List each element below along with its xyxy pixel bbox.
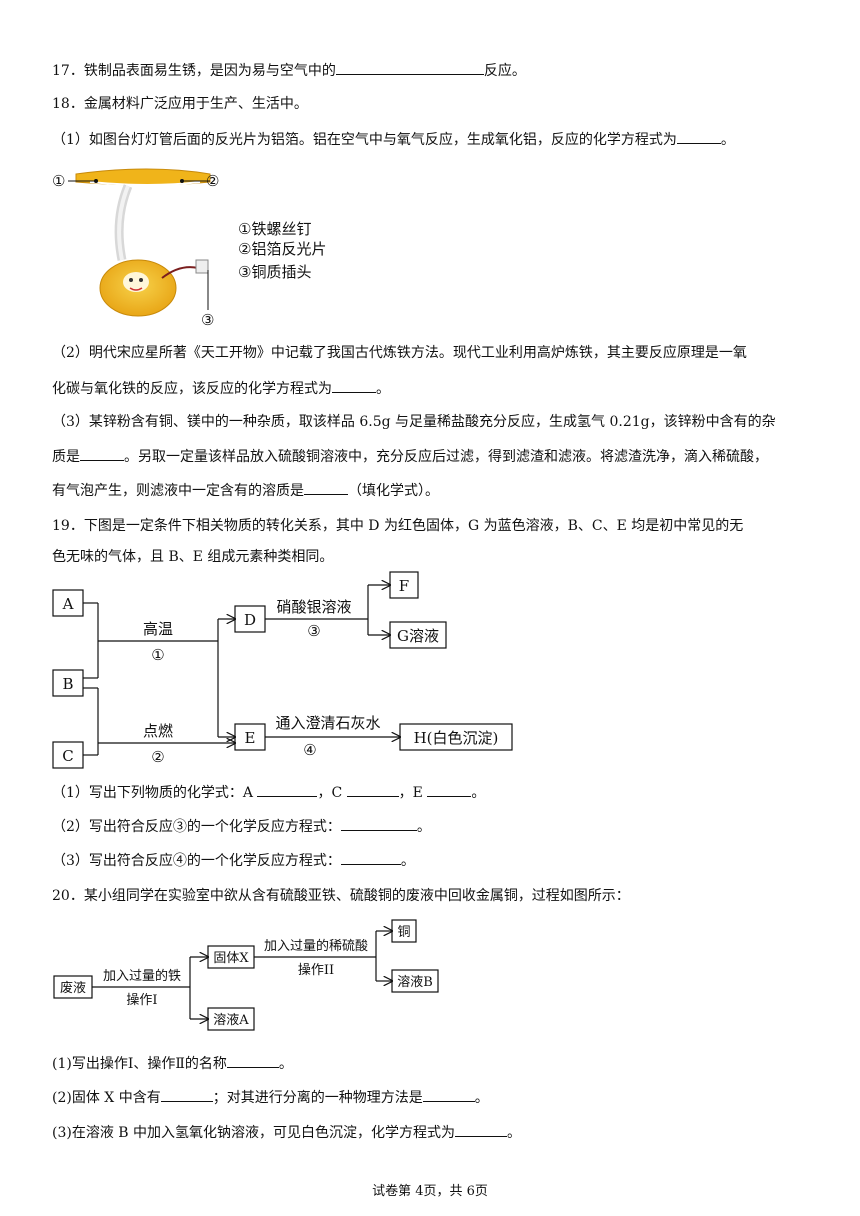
q20-part1: (1)写出操作Ⅰ、操作Ⅱ的名称 。: [52, 1053, 293, 1074]
q20-part2-text-a: (2)固体 X 中含有: [52, 1090, 161, 1106]
cond-1: 高温: [143, 620, 173, 638]
q19-stem-line1: 19．下图是一定条件下相关物质的转化关系，其中 D 为红色固体，G 为蓝色溶液，…: [52, 518, 744, 534]
q18-part2-end: 。: [376, 381, 390, 397]
marker-2: ②: [206, 172, 219, 190]
q19-part1: （1）写出下列物质的化学式：A ，C ，E 。: [52, 782, 485, 803]
legend-item-2: ②铝箔反光片: [238, 240, 326, 258]
num-3: ③: [307, 622, 320, 640]
label-G: G溶液: [397, 627, 439, 645]
legend-item-1: ①铁螺丝钉: [238, 220, 311, 238]
q18-part3-line3: 有气泡产生，则滤液中一定含有的溶质是 （填化学式）。: [52, 480, 439, 501]
label-E: E: [245, 729, 256, 747]
q18-part2-line2: 化碳与氧化铁的反应，该反应的化学方程式为 。: [52, 378, 390, 399]
label-add-fe: 加入过量的铁: [103, 968, 181, 984]
q18-part3-blank-1[interactable]: [80, 446, 124, 461]
label-copper: 铜: [397, 925, 410, 940]
label-D: D: [244, 611, 256, 629]
q18-part3-line1: （3）某锌粉含有铜、镁中的一种杂质，取该样品 6.5g 与足量稀盐酸充分反应，生…: [52, 414, 776, 430]
q19-part3-text: （3）写出符合反应④的一个化学反应方程式：: [52, 853, 341, 869]
q20-part3-text: (3)在溶液 B 中加入氢氧化钠溶液，可见白色沉淀，化学方程式为: [52, 1125, 456, 1141]
cond-4: 通入澄清石灰水: [275, 714, 380, 732]
q19-part1-text-c: ，C: [317, 785, 347, 801]
label-add-acid: 加入过量的稀硫酸: [264, 938, 368, 954]
q17-line: 17．铁制品表面易生锈，是因为易与空气中的 反应。: [52, 60, 526, 81]
q19-part1-text-e: ，E: [398, 785, 428, 801]
q19-part2-text: （2）写出符合反应③的一个化学反应方程式：: [52, 819, 341, 835]
label-A: A: [62, 595, 74, 613]
q18-part3-text-a: 质是: [52, 449, 80, 465]
q20-part2-blank-1[interactable]: [160, 1087, 213, 1102]
box-B: [52, 669, 84, 697]
cond-3: 硝酸银溶液: [276, 598, 351, 616]
num-4: ④: [303, 741, 316, 759]
label-solid-x: 固体X: [213, 951, 249, 966]
num-2: ②: [151, 748, 164, 766]
q19-conversion-diagram: A B C D E F G溶液 H(白色沉淀) 高温 ① 点燃 ② 硝酸银溶液 …: [52, 571, 513, 769]
page-footer: 试卷第 4页，共 6页: [372, 1184, 488, 1199]
q18-part2-text: 化碳与氧化铁的反应，该反应的化学方程式为: [52, 381, 332, 397]
q20-part2-text-b: ；对其进行分离的一种物理方法是: [212, 1090, 423, 1106]
label-op1: 操作I: [126, 992, 157, 1008]
q18-part3-blank-2[interactable]: [304, 480, 348, 495]
lamp-plug: [195, 259, 209, 274]
q17-answer-blank[interactable]: [335, 60, 484, 75]
label-C: C: [62, 747, 73, 765]
q19-part3: （3）写出符合反应④的一个化学反应方程式： 。: [52, 850, 415, 871]
q20-part3: (3)在溶液 B 中加入氢氧化钠溶液，可见白色沉淀，化学方程式为 。: [52, 1122, 521, 1143]
q18-part1-blank[interactable]: [676, 129, 721, 144]
num-1: ①: [151, 646, 164, 664]
q18-part1-end: 。: [720, 132, 735, 148]
q20-part3-end: 。: [507, 1125, 522, 1141]
q18-part3-text-c: 有气泡产生，则滤液中一定含有的溶质是: [52, 483, 304, 499]
label-op2: 操作II: [298, 962, 334, 978]
q19-blank-A[interactable]: [257, 782, 318, 797]
label-B: B: [62, 675, 73, 693]
marker-3: ③: [201, 311, 214, 329]
q20-stem: 20．某小组同学在实验室中欲从含有硫酸亚铁、硫酸铜的废液中回收金属铜，过程如图所…: [52, 888, 630, 904]
q20-part1-blank[interactable]: [226, 1053, 279, 1068]
q19-blank-C[interactable]: [346, 782, 399, 797]
q18-part3-line2: 质是 。另取一定量该样品放入硫酸铜溶液中，充分反应后过滤，得到滤渣和滤液。将滤渣洗…: [52, 446, 768, 467]
q19-stem-line2: 色无味的气体，且 B、E 组成元素种类相同。: [52, 549, 334, 565]
cond-2: 点燃: [143, 722, 173, 740]
q18-part3-text-d: （填化学式）。: [348, 483, 439, 499]
q18-part2-line1: （2）明代宋应星所著《天工开物》中记载了我国古代炼铁方法。现代工业利用高炉炼铁，…: [52, 345, 747, 361]
q19-part3-blank[interactable]: [340, 850, 401, 865]
q20-part1-end: 。: [278, 1056, 293, 1072]
q19-blank-E[interactable]: [427, 782, 472, 797]
q20-part2-end: 。: [474, 1090, 489, 1106]
label-F: F: [399, 577, 409, 595]
q20-part3-blank[interactable]: [455, 1122, 508, 1137]
q18-stem: 18．金属材料广泛应用于生产、生活中。: [52, 96, 308, 112]
q20-part2-blank-2[interactable]: [422, 1087, 475, 1102]
lamp-cord: [161, 266, 199, 279]
q19-part1-end: 。: [471, 785, 486, 801]
q19-part2-blank[interactable]: [340, 816, 417, 831]
q19-part2: （2）写出符合反应③的一个化学反应方程式： 。: [52, 816, 431, 837]
q18-part2-blank[interactable]: [332, 378, 376, 393]
q18-part3-text-b: 。另取一定量该样品放入硫酸铜溶液中，充分反应后过滤，得到滤渣和滤液。将滤渣洗净，…: [124, 449, 768, 465]
label-waste: 废液: [60, 980, 86, 996]
q19-part2-end: 。: [416, 819, 431, 835]
label-H: H(白色沉淀): [414, 729, 499, 747]
q19-part3-end: 。: [400, 853, 415, 869]
q20-process-diagram: 废液 加入过量的铁 操作I 固体X 溶液A 加入过量的稀硫酸 操作II 铜 溶液…: [53, 919, 439, 1031]
q20-part1-text: (1)写出操作Ⅰ、操作Ⅱ的名称: [52, 1056, 227, 1072]
marker-1: ①: [52, 172, 65, 190]
q17-text: 17．铁制品表面易生锈，是因为易与空气中的: [52, 63, 336, 79]
desk-lamp-figure: ① ② ③ ①铁螺丝钉 ②铝箔反光片 ③铜质插头: [52, 168, 326, 329]
q18-part1: （1）如图台灯灯管后面的反光片为铝箔。铝在空气中与氧气反应，生成氧化铝，反应的化…: [52, 129, 735, 150]
q19-part1-text-a: （1）写出下列物质的化学式：A: [52, 785, 258, 801]
q18-part1-text: （1）如图台灯灯管后面的反光片为铝箔。铝在空气中与氧气反应，生成氧化铝，反应的化…: [52, 132, 677, 148]
legend-item-3: ③铜质插头: [238, 263, 311, 281]
q17-text-end: 反应。: [483, 63, 526, 79]
label-solution-a: 溶液A: [213, 1013, 249, 1028]
label-solution-b: 溶液B: [397, 975, 433, 990]
q20-part2: (2)固体 X 中含有 ；对其进行分离的一种物理方法是 。: [52, 1087, 489, 1108]
